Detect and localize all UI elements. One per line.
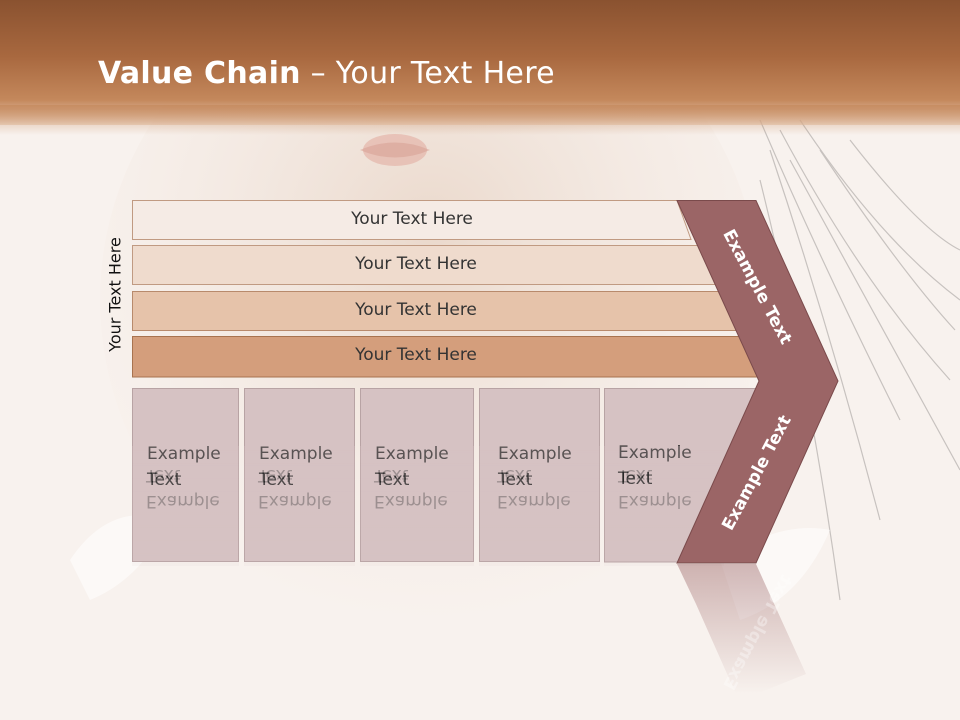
bar-1-label: Your Text Here <box>351 209 473 229</box>
box-1-reflection-text: Example Text <box>146 465 220 511</box>
box-1-label: Example Text <box>147 441 221 493</box>
box-2: Example Text <box>244 388 355 562</box>
box-4-label: Example Text <box>498 441 572 493</box>
bar-1: Your Text Here <box>132 200 692 240</box>
bar-2-label: Your Text Here <box>355 254 477 274</box>
box-5: Example Text <box>604 388 724 562</box>
bar-1-shape <box>132 200 692 240</box>
bar-3-label: Your Text Here <box>355 300 477 320</box>
box-3: Example Text <box>360 388 474 562</box>
box-4-reflection: Example Text <box>479 446 600 566</box>
bar-2: Your Text Here <box>132 245 717 285</box>
box-5-label: Example Text <box>618 440 692 492</box>
box-2-reflection-text: Example Text <box>258 465 332 511</box>
title-rest: – Your Text Here <box>300 56 555 91</box>
box-2-label: Example Text <box>259 441 333 493</box>
box-3-reflection: Example Text <box>360 446 474 566</box>
box-3-reflection-text: Example Text <box>374 465 448 511</box>
header-fade <box>0 105 960 135</box>
box-3-label: Example Text <box>375 441 449 493</box>
chevron-arrow <box>676 200 839 564</box>
bar-3: Your Text Here <box>132 291 740 331</box>
page-title: Value Chain – Your Text Here <box>98 56 555 91</box>
chevron-reflection <box>677 564 806 694</box>
header-band <box>0 0 960 125</box>
box-1: Example Text <box>132 388 239 562</box>
box-4-reflection-text: Example Text <box>497 465 571 511</box>
bar-4-label: Your Text Here <box>355 345 477 365</box>
box-4: Example Text <box>479 388 600 562</box>
box-2-reflection: Example Text <box>244 446 355 566</box>
title-bold: Value Chain <box>98 56 301 91</box>
box-1-reflection: Example Text <box>132 446 239 566</box>
bar-4: Your Text Here <box>132 336 764 378</box>
side-label-text: Your Text Here <box>105 237 125 352</box>
